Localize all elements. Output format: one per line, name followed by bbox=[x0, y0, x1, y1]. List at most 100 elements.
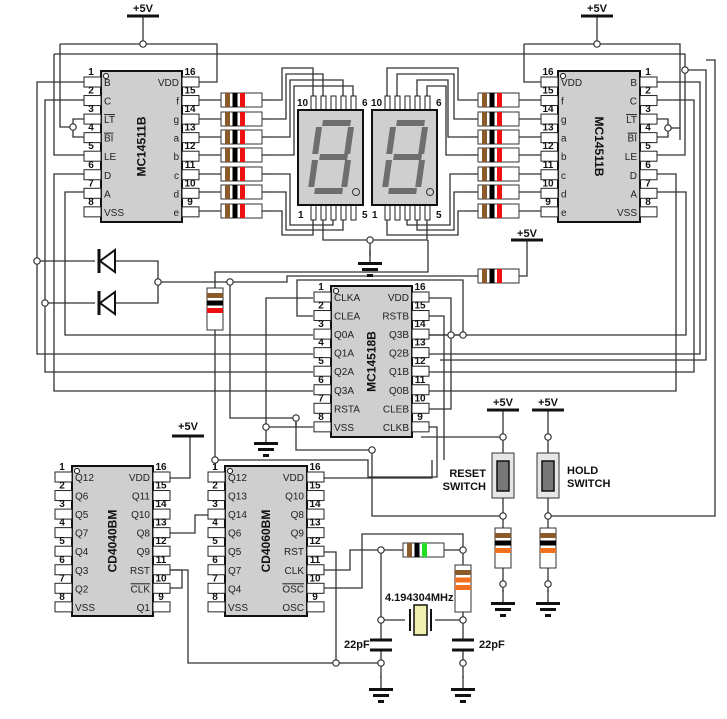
pin-5 bbox=[639, 150, 658, 162]
junction-node bbox=[377, 616, 385, 624]
pin-number: 7 bbox=[212, 573, 218, 584]
junction-node bbox=[211, 456, 219, 464]
pin-number: 15 bbox=[414, 301, 426, 312]
pin-16 bbox=[152, 471, 171, 483]
junction-node bbox=[459, 546, 467, 554]
junction-node bbox=[332, 659, 340, 667]
pin-12 bbox=[152, 545, 171, 557]
pin-label: Q2B bbox=[389, 349, 409, 360]
junction-node bbox=[69, 123, 77, 131]
resistor-band bbox=[489, 148, 495, 162]
pin-number: 2 bbox=[212, 481, 218, 492]
pin-number: 3 bbox=[212, 499, 218, 510]
wire bbox=[386, 67, 466, 101]
chip-name: MC14511B bbox=[135, 116, 149, 176]
pin-15 bbox=[181, 95, 200, 107]
pin-label: VDD bbox=[561, 78, 582, 89]
chip-mc14518b: 1CLKA2CLEA3Q0A4Q1A5Q2A6Q3A7RSTA8VSS16VDD… bbox=[313, 282, 430, 438]
pin-14 bbox=[540, 113, 559, 125]
pin-label: CLKA bbox=[334, 293, 360, 304]
pin-label: Q9 bbox=[137, 547, 151, 558]
wire bbox=[406, 173, 466, 226]
reset-switch-label-1: RESET bbox=[449, 468, 486, 480]
pin-number: 13 bbox=[414, 338, 426, 349]
pin-number: 9 bbox=[312, 592, 318, 603]
junction-node bbox=[292, 414, 300, 422]
junction-node bbox=[459, 659, 467, 667]
pin-number: 3 bbox=[318, 319, 324, 330]
junction-node bbox=[681, 66, 689, 74]
pin-13 bbox=[411, 347, 430, 359]
resistor-band bbox=[207, 293, 223, 298]
ground-bar bbox=[367, 274, 373, 277]
display-pin-number: 1 bbox=[372, 210, 378, 221]
ground-bar bbox=[258, 448, 274, 451]
resistor bbox=[220, 166, 263, 182]
hold-switch[interactable] bbox=[536, 452, 560, 499]
pin-label: A bbox=[630, 189, 637, 200]
pin-number: 14 bbox=[184, 104, 196, 115]
resistor-band bbox=[482, 167, 487, 181]
reset-switch[interactable] bbox=[491, 452, 515, 499]
pin-number: 10 bbox=[184, 178, 196, 189]
pin-label: Q1A bbox=[334, 349, 354, 360]
pin-number: 12 bbox=[155, 536, 167, 547]
pin-label: Q2 bbox=[75, 584, 89, 595]
wire bbox=[548, 59, 716, 517]
resistor-band bbox=[240, 112, 245, 126]
pin-label: A bbox=[104, 189, 111, 200]
switch-button bbox=[541, 460, 555, 492]
chip-mc14511b: 16VDD15f14g13a12b11c10d9e1B2C3LT4BI5LE6D… bbox=[540, 67, 658, 223]
pin-number: 6 bbox=[212, 555, 218, 566]
pin-label: VDD bbox=[129, 473, 150, 484]
pin-number: 13 bbox=[542, 123, 554, 134]
pin-1 bbox=[313, 291, 332, 303]
pin-1 bbox=[207, 471, 226, 483]
pin-number: 5 bbox=[212, 536, 218, 547]
pin-number: 4 bbox=[318, 338, 324, 349]
resistor-band bbox=[495, 548, 511, 553]
display-pin bbox=[384, 95, 391, 111]
resistor-band bbox=[207, 308, 223, 313]
resistor-band bbox=[482, 148, 487, 162]
crystal-body bbox=[413, 604, 428, 636]
wire bbox=[170, 436, 191, 479]
pin-number: 7 bbox=[59, 573, 65, 584]
ground-icon bbox=[451, 676, 475, 703]
wire bbox=[416, 79, 466, 138]
pin-number: 2 bbox=[645, 86, 651, 97]
wire bbox=[296, 279, 464, 336]
pin-number: 4 bbox=[88, 123, 94, 134]
pin-9 bbox=[411, 421, 430, 433]
decimal-point bbox=[352, 188, 360, 196]
wire bbox=[158, 275, 478, 283]
pin-14 bbox=[181, 113, 200, 125]
resistor-band bbox=[489, 130, 495, 144]
resistor-band bbox=[482, 204, 487, 218]
pin-5 bbox=[313, 365, 332, 377]
resistor-band bbox=[225, 148, 230, 162]
pin-label: Q10 bbox=[285, 492, 304, 503]
pin-label: b bbox=[173, 152, 179, 163]
resistor-band bbox=[482, 185, 487, 199]
resistor-band bbox=[414, 543, 420, 557]
components: 1B2C3LT4BI5LE6D7A8VSS16VDD15f14g13a12b11… bbox=[33, 14, 689, 703]
pin-number: 3 bbox=[59, 499, 65, 510]
ground-bar bbox=[540, 608, 556, 611]
display-pin bbox=[394, 204, 401, 221]
pin-number: 10 bbox=[309, 573, 321, 584]
pin-number: 6 bbox=[88, 160, 94, 171]
pin-15 bbox=[540, 95, 559, 107]
pin-number: 6 bbox=[645, 160, 651, 171]
display-pin bbox=[320, 95, 327, 111]
pin-number: 8 bbox=[645, 197, 651, 208]
junction-node bbox=[499, 433, 507, 441]
resistor-band bbox=[455, 570, 471, 575]
pin-number: 14 bbox=[414, 319, 426, 330]
pin-label: CLEB bbox=[383, 404, 409, 415]
pin-label: C bbox=[104, 97, 111, 108]
wire bbox=[396, 73, 466, 120]
wire bbox=[519, 240, 528, 277]
ground-bar bbox=[491, 602, 515, 605]
